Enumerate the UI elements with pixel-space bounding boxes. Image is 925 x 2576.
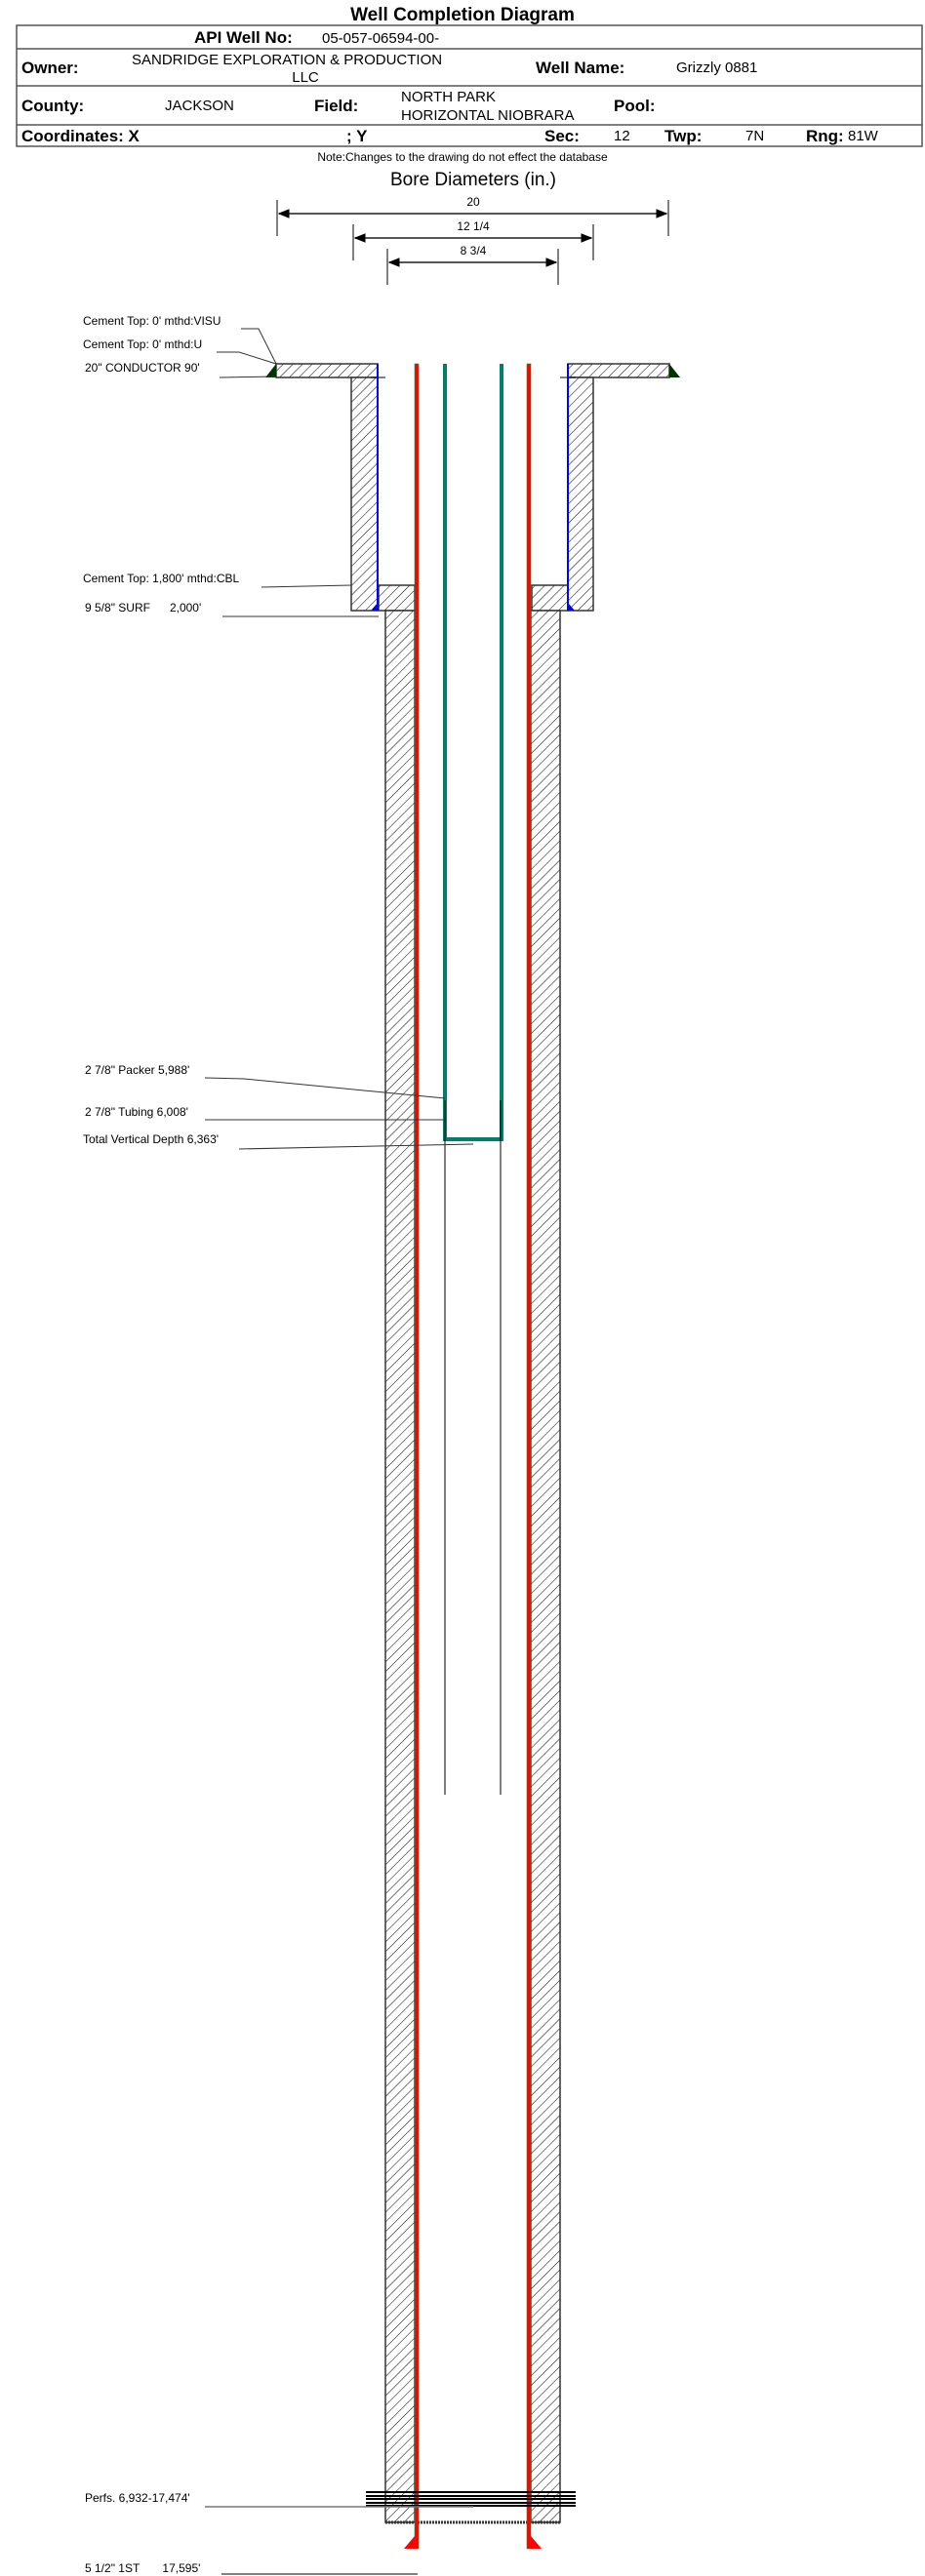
cement-top-cbl-label: Cement Top: 1,800' mthd:CBL xyxy=(83,572,239,585)
production-shoe-right xyxy=(531,2536,542,2549)
twp-label: Twp: xyxy=(664,127,702,145)
well-name-label: Well Name: xyxy=(536,59,624,77)
tvd-label: Total Vertical Depth 6,363' xyxy=(83,1132,219,1146)
sec-value: 12 xyxy=(614,128,630,144)
county-label: County: xyxy=(21,97,84,115)
bore-label-20: 20 xyxy=(466,195,480,209)
conductor-shoe-left xyxy=(265,364,276,377)
header-table xyxy=(16,24,923,147)
production-casing-label: 5 1/2" 1ST 17,595' xyxy=(85,2561,200,2575)
owner-value-line1: SANDRIDGE EXPLORATION & PRODUCTION xyxy=(132,52,442,68)
field-label: Field: xyxy=(314,97,358,115)
packer-label: 2 7/8" Packer 5,988' xyxy=(85,1063,189,1077)
y-label: ; Y xyxy=(346,127,368,145)
owner-value-line2: LLC xyxy=(292,69,319,86)
pool-label: Pool: xyxy=(614,97,656,115)
api-value: 05-057-06594-00- xyxy=(322,30,439,47)
sec-label: Sec: xyxy=(544,127,580,145)
bore-label-12-1-4: 12 1/4 xyxy=(457,219,490,233)
tubing-label: 2 7/8" Tubing 6,008' xyxy=(85,1105,188,1119)
production-cement xyxy=(378,584,569,2524)
perforations xyxy=(366,2491,576,2507)
conductor-shoe-right xyxy=(669,364,680,377)
note-text: Note:Changes to the drawing do not effec… xyxy=(317,150,608,164)
bore-label-8-3-4: 8 3/4 xyxy=(461,244,487,258)
conductor-cement xyxy=(275,363,670,612)
surface-shoe-right xyxy=(568,603,575,611)
county-value: JACKSON xyxy=(165,98,234,114)
production-shoe-left xyxy=(404,2536,415,2549)
surface-shoe-left xyxy=(371,603,378,611)
diagram-title: Well Completion Diagram xyxy=(350,5,575,25)
bore-dimension-20 xyxy=(276,200,669,236)
bore-dimension-8-3-4 xyxy=(386,249,559,285)
field-value-line2: HORIZONTAL NIOBRARA xyxy=(401,107,575,124)
rng-value: 81W xyxy=(848,128,879,144)
tubing xyxy=(443,364,503,1141)
rng-label: Rng: xyxy=(806,127,844,145)
coordinates-label: Coordinates: X xyxy=(21,127,141,145)
conductor-label: 20" CONDUCTOR 90' xyxy=(85,361,200,375)
cement-top-visu-label: Cement Top: 0' mthd:VISU xyxy=(83,314,221,328)
production-casing-right xyxy=(526,363,532,2550)
perfs-label: Perfs. 6,932-17,474' xyxy=(85,2491,190,2505)
bore-diameters-title: Bore Diameters (in.) xyxy=(390,170,556,190)
field-value-line1: NORTH PARK xyxy=(401,89,496,105)
bore-dimension-12-1-4 xyxy=(352,224,594,260)
production-casing-left xyxy=(414,363,420,2550)
well-name-value: Grizzly 0881 xyxy=(676,59,757,76)
owner-label: Owner: xyxy=(21,59,79,77)
surface-casing-label: 9 5/8" SURF 2,000' xyxy=(85,601,201,614)
cement-top-u-label: Cement Top: 0' mthd:U xyxy=(83,337,202,351)
api-label: API Well No: xyxy=(194,28,293,47)
twp-value: 7N xyxy=(745,128,764,144)
